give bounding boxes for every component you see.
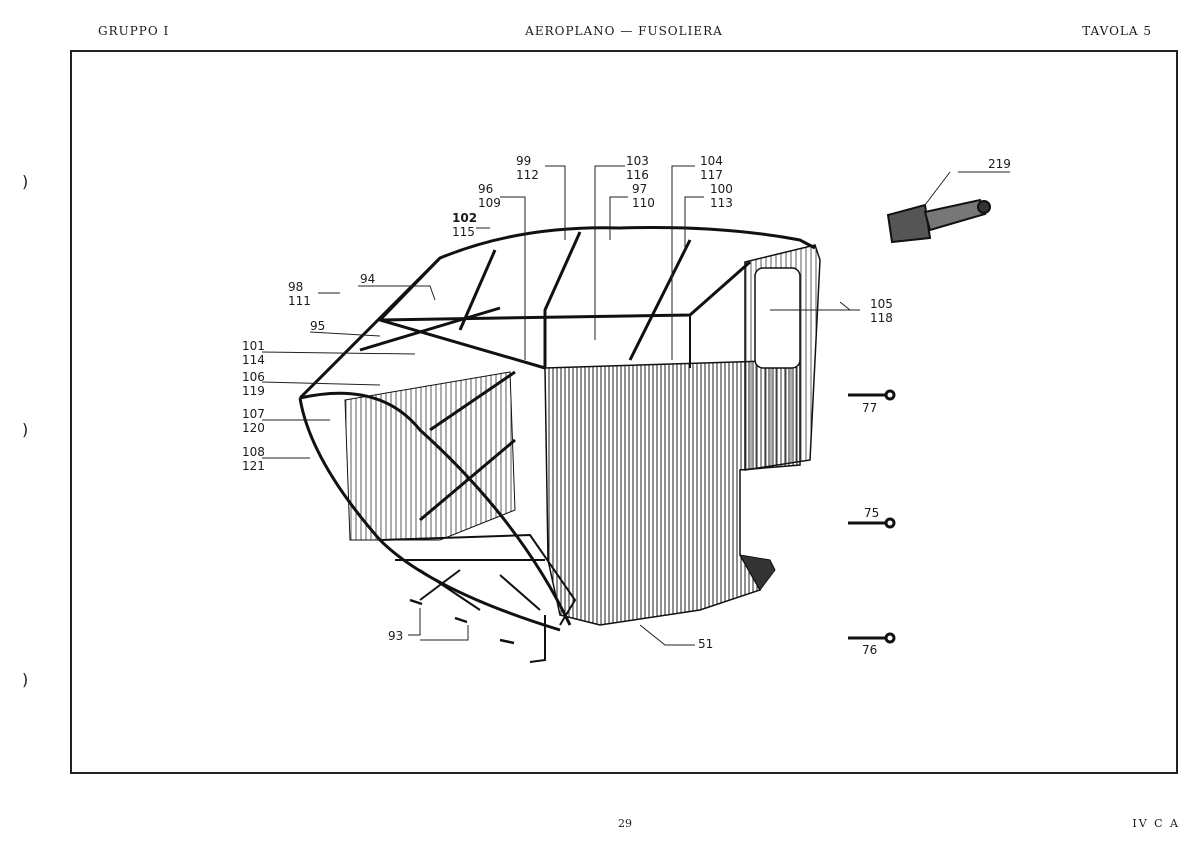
- callout-111: 111: [288, 294, 311, 308]
- callout-219: 219: [988, 157, 1011, 171]
- callout-98: 98: [288, 280, 303, 294]
- callout-121: 121: [242, 459, 265, 473]
- callout-51: 51: [698, 637, 713, 651]
- callout-110: 110: [632, 196, 655, 210]
- callout-100: 100: [710, 182, 733, 196]
- callout-103: 103: [626, 154, 649, 168]
- callout-76: 76: [862, 643, 877, 657]
- callout-106: 106: [242, 370, 265, 384]
- callout-97: 97: [632, 182, 647, 196]
- callout-107: 107: [242, 407, 265, 421]
- tail-fairing: [739, 554, 776, 591]
- callout-120: 120: [242, 421, 265, 435]
- callout-101: 101: [242, 339, 265, 353]
- callout-99: 99: [516, 154, 531, 168]
- floor-structure: [379, 533, 577, 663]
- drawing-frame: [70, 50, 1178, 774]
- callout-108: 108: [242, 445, 265, 459]
- callout-112: 112: [516, 168, 539, 182]
- callout-119: 119: [242, 384, 265, 398]
- callout-96: 96: [478, 182, 493, 196]
- callout-labels: 99 112 103 116 104 117 96 109 97 110 100…: [242, 154, 1011, 657]
- bolts-93: [409, 598, 515, 645]
- callout-109: 109: [478, 196, 501, 210]
- bolt-75: [848, 517, 896, 529]
- bolt-77: [848, 389, 896, 401]
- callout-105: 105: [870, 297, 893, 311]
- callout-114: 114: [242, 353, 265, 367]
- callout-95: 95: [310, 319, 325, 333]
- callout-75: 75: [864, 506, 879, 520]
- header-title: AEROPLANO — FUSOLIERA: [525, 24, 723, 38]
- bolt-76: [848, 632, 896, 644]
- footer-code: IV C A: [1132, 817, 1180, 830]
- header-group: GRUPPO I: [98, 24, 170, 38]
- header-plate: TAVOLA 5: [1082, 24, 1152, 38]
- callout-113: 113: [710, 196, 733, 210]
- page-number: 29: [618, 817, 632, 830]
- fitting-219: [886, 198, 991, 244]
- callout-116: 116: [626, 168, 649, 182]
- callout-77: 77: [862, 401, 877, 415]
- callout-118: 118: [870, 311, 893, 325]
- callout-102: 102: [452, 211, 477, 225]
- callout-94: 94: [360, 272, 375, 286]
- leader-lines: [261, 165, 1010, 646]
- binding-mark: ): [22, 420, 29, 439]
- callout-117: 117: [700, 168, 723, 182]
- callout-93: 93: [388, 629, 403, 643]
- binding-mark: ): [22, 172, 29, 191]
- callout-104: 104: [700, 154, 723, 168]
- callout-115: 115: [452, 225, 475, 239]
- fuselage-skin: [344, 244, 821, 626]
- binding-mark: ): [22, 670, 29, 689]
